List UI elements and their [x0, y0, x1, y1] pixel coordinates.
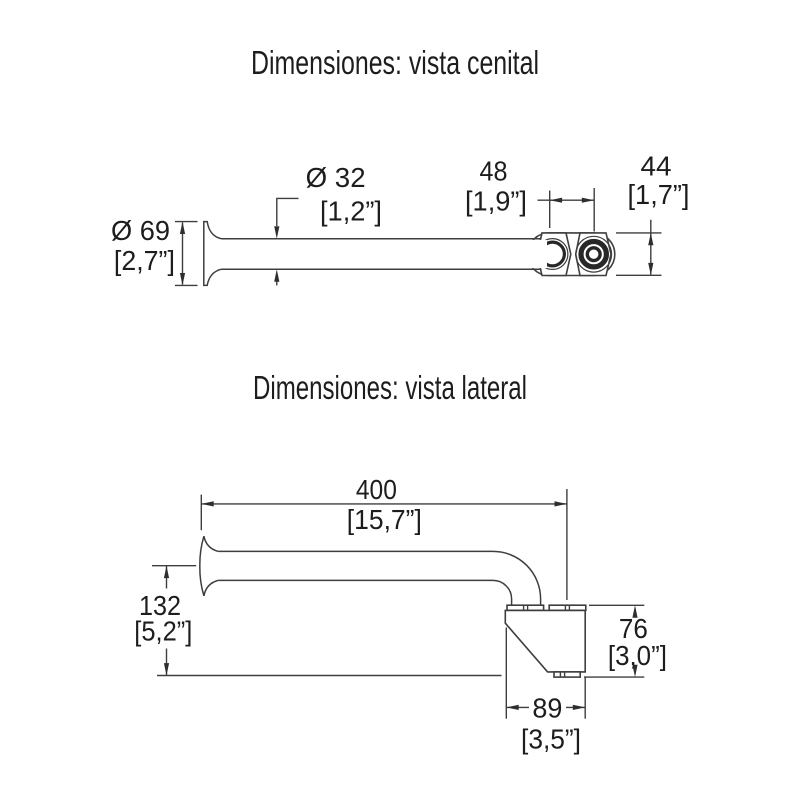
- dim-reach: 400 [15,7”]: [200, 474, 568, 600]
- dim-tube-arrow-down: [274, 226, 280, 239]
- dim-76-mm-label: 76: [619, 613, 648, 644]
- dim-132-mm-label: 132: [139, 590, 181, 621]
- dim-89-mm-label: 89: [532, 692, 562, 723]
- dim-48-in-label: [1,9”]: [465, 186, 527, 217]
- dim-drop: 132 [5,2”]: [134, 565, 502, 677]
- dim-tube-arrow-up: [274, 269, 280, 282]
- side-view: Dimensiones: vista lateral: [134, 369, 667, 755]
- dim-76-arrow-down: [632, 664, 638, 678]
- dim-flange-in-label: [2,7”]: [114, 245, 175, 276]
- dim-44-in-label: [1,7”]: [628, 179, 690, 210]
- dim-body-height: 76 [3,0”]: [584, 604, 667, 678]
- dim-flange-arrow-down: [179, 273, 186, 286]
- side-view-flange: [199, 535, 219, 597]
- dim-body-depth: 89 [3,5”]: [505, 627, 586, 755]
- dim-44-arrow-up: [648, 232, 654, 246]
- top-view: Dimensiones: vista cenital Ø 69 [2,7”]: [111, 44, 690, 287]
- dim-48-mm-label: 48: [480, 156, 508, 187]
- side-view-tube-outer-edge: [218, 550, 542, 606]
- dim-400-arrow-right: [554, 501, 567, 507]
- dim-400-in-label: [15,7”]: [347, 504, 422, 535]
- dim-89-in-label: [3,5”]: [521, 724, 581, 755]
- top-view-right-nut-inner-ring: [585, 246, 602, 263]
- side-view-title: Dimensiones: vista lateral: [253, 369, 527, 406]
- side-view-tube-inner-edge: [218, 579, 513, 606]
- dim-132-in-label: [5,2”]: [134, 616, 192, 647]
- dim-44-mm-label: 44: [641, 151, 672, 182]
- dim-tube-diameter: Ø 32 [1,2”]: [274, 162, 382, 286]
- dim-400-arrow-left: [201, 501, 214, 507]
- dim-tube-mm-label: Ø 32: [306, 162, 366, 193]
- top-view-tube-fill: [221, 239, 547, 269]
- top-view-flange-fill: [203, 221, 222, 286]
- dim-flange-diameter: Ø 69 [2,7”]: [111, 215, 198, 287]
- dim-76-arrow-up: [632, 605, 638, 618]
- top-view-right-nut-chamfer-circle: [575, 235, 613, 273]
- dim-400-mm-label: 400: [356, 474, 397, 505]
- side-view-body: [504, 609, 586, 673]
- side-view-outlet-rect: [553, 671, 582, 678]
- dim-48-arrow-right: [581, 197, 595, 203]
- dim-132-arrow-down: [163, 663, 170, 676]
- dim-89-arrow-right: [572, 704, 586, 710]
- top-view-title: Dimensiones: vista cenital: [251, 44, 539, 81]
- dim-center-spacing: 48 [1,9”]: [465, 156, 595, 232]
- dim-48-arrow-left: [549, 197, 563, 203]
- dim-tube-in-label: [1,2”]: [320, 196, 382, 227]
- top-view-flange: [203, 220, 222, 287]
- dim-flange-mm-label: Ø 69: [111, 215, 170, 246]
- dim-132-arrow-up: [163, 565, 170, 579]
- dim-flange-arrow-up: [179, 221, 186, 234]
- side-view-outlet: [553, 671, 582, 678]
- dim-76-in-label: [3,0”]: [608, 640, 667, 671]
- side-view-flange-fill: [199, 536, 219, 596]
- dim-body-width: 44 [1,7”]: [616, 151, 690, 276]
- dim-tube-leader: [276, 197, 299, 226]
- dim-44-arrow-down: [648, 262, 654, 276]
- dim-89-arrow-left: [506, 704, 519, 710]
